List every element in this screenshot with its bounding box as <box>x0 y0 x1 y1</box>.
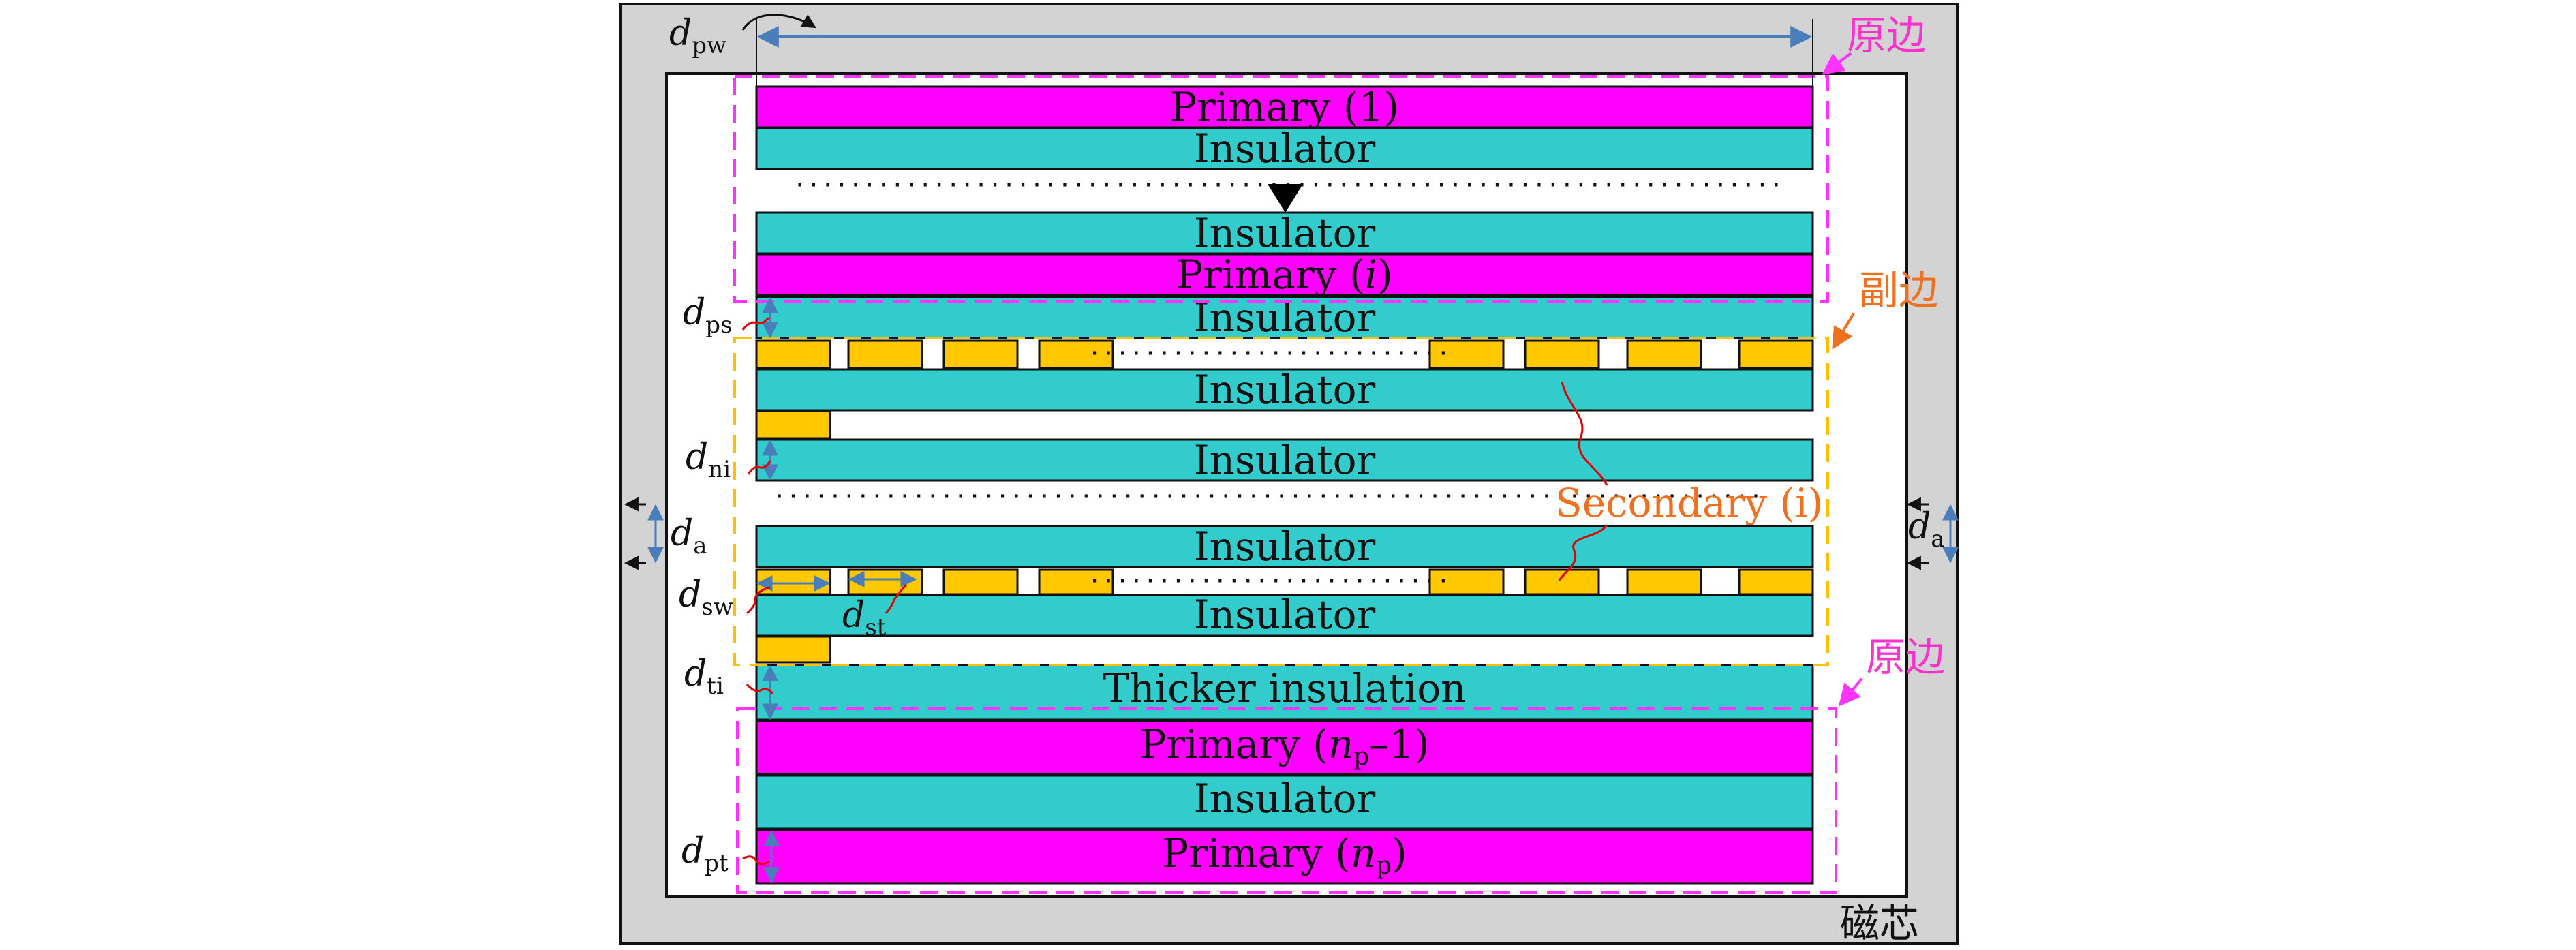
layer-insulator-4 <box>755 368 1814 412</box>
dim-ps-leader <box>741 317 770 331</box>
dim-pt-label: dpt <box>681 831 729 877</box>
label-primary-cn-top: 原边 <box>1847 12 1926 59</box>
arrow-secondary-cn <box>1832 312 1855 350</box>
secondary-group-outline <box>733 337 1829 666</box>
label-secondary-cn: 副边 <box>1859 267 1938 313</box>
layer-insulator-6 <box>755 525 1814 568</box>
dots-secondary-gap: ········································… <box>772 483 1762 510</box>
dim-ti-label: dti <box>684 654 724 700</box>
dim-pw-leader <box>741 14 816 31</box>
label-insulator-4: Insulator <box>1194 367 1376 413</box>
label-insulator-8: Insulator <box>1194 776 1376 822</box>
layer-thicker-insulation <box>755 664 1814 721</box>
layer-insulator-5 <box>755 438 1814 482</box>
primary-group-top-outline <box>733 75 1829 303</box>
secondary-end-turn-1 <box>755 410 831 440</box>
label-insulator-2: Insulator <box>1194 210 1376 256</box>
label-insulator-5: Insulator <box>1194 437 1376 483</box>
layer-insulator-7 <box>755 594 1814 637</box>
dim-pt-leader <box>742 855 769 865</box>
layer-insulator-8 <box>755 774 1814 830</box>
label-thicker-insulation: Thicker insulation <box>1103 665 1467 711</box>
layer-primary-np <box>755 829 1814 885</box>
label-primary-np: Primary (np) <box>1162 830 1407 880</box>
dim-ti-leader <box>746 684 774 694</box>
layer-insulator-1 <box>755 127 1814 170</box>
dim-ps-label: dps <box>683 292 733 339</box>
layer-insulator-3 <box>755 296 1814 339</box>
dim-st-leader <box>885 583 908 614</box>
primary-group-bottom-outline <box>736 707 1837 894</box>
label-insulator-1: Insulator <box>1194 125 1376 172</box>
layer-primary-np-minus-1 <box>755 720 1814 776</box>
label-primary-cn-bottom: 原边 <box>1866 634 1945 680</box>
dim-sw-leader <box>746 586 771 615</box>
layer-insulator-2 <box>755 211 1814 255</box>
label-insulator-7: Insulator <box>1194 592 1376 638</box>
label-secondary-i: Secondary (i) <box>1555 480 1823 526</box>
label-primary-np-minus-1: Primary (np–1) <box>1139 721 1429 771</box>
down-arrow-marker <box>1268 184 1303 213</box>
label-insulator-6: Insulator <box>1194 523 1376 570</box>
arrow-primary-cn-bottom <box>1838 677 1863 707</box>
label-primary-1: Primary (1) <box>1170 84 1399 130</box>
dim-ni-leader <box>747 460 771 475</box>
dim-pw-label: dpw <box>669 13 726 59</box>
arrow-primary-cn-top <box>1822 52 1852 75</box>
dim-sw-label: dsw <box>679 574 733 621</box>
secondary-row-1 <box>755 339 1814 369</box>
leader-secondary-i-down <box>1558 524 1608 581</box>
dots-secondary-row-2: ·························· <box>1088 568 1450 595</box>
dim-st-label: dst <box>842 595 887 641</box>
layer-primary-i <box>755 253 1814 296</box>
dots-secondary-row-1: ·························· <box>1088 340 1450 367</box>
label-core-cn: 磁芯 <box>1840 900 1919 947</box>
dim-a-left-label: da <box>671 513 707 560</box>
leader-secondary-i-up <box>1561 381 1608 486</box>
dim-a-right-label: da <box>1908 506 1945 553</box>
secondary-end-turn-2 <box>755 635 831 664</box>
dim-ni-label: dni <box>686 437 731 483</box>
label-primary-i: Primary (i) <box>1176 251 1393 298</box>
